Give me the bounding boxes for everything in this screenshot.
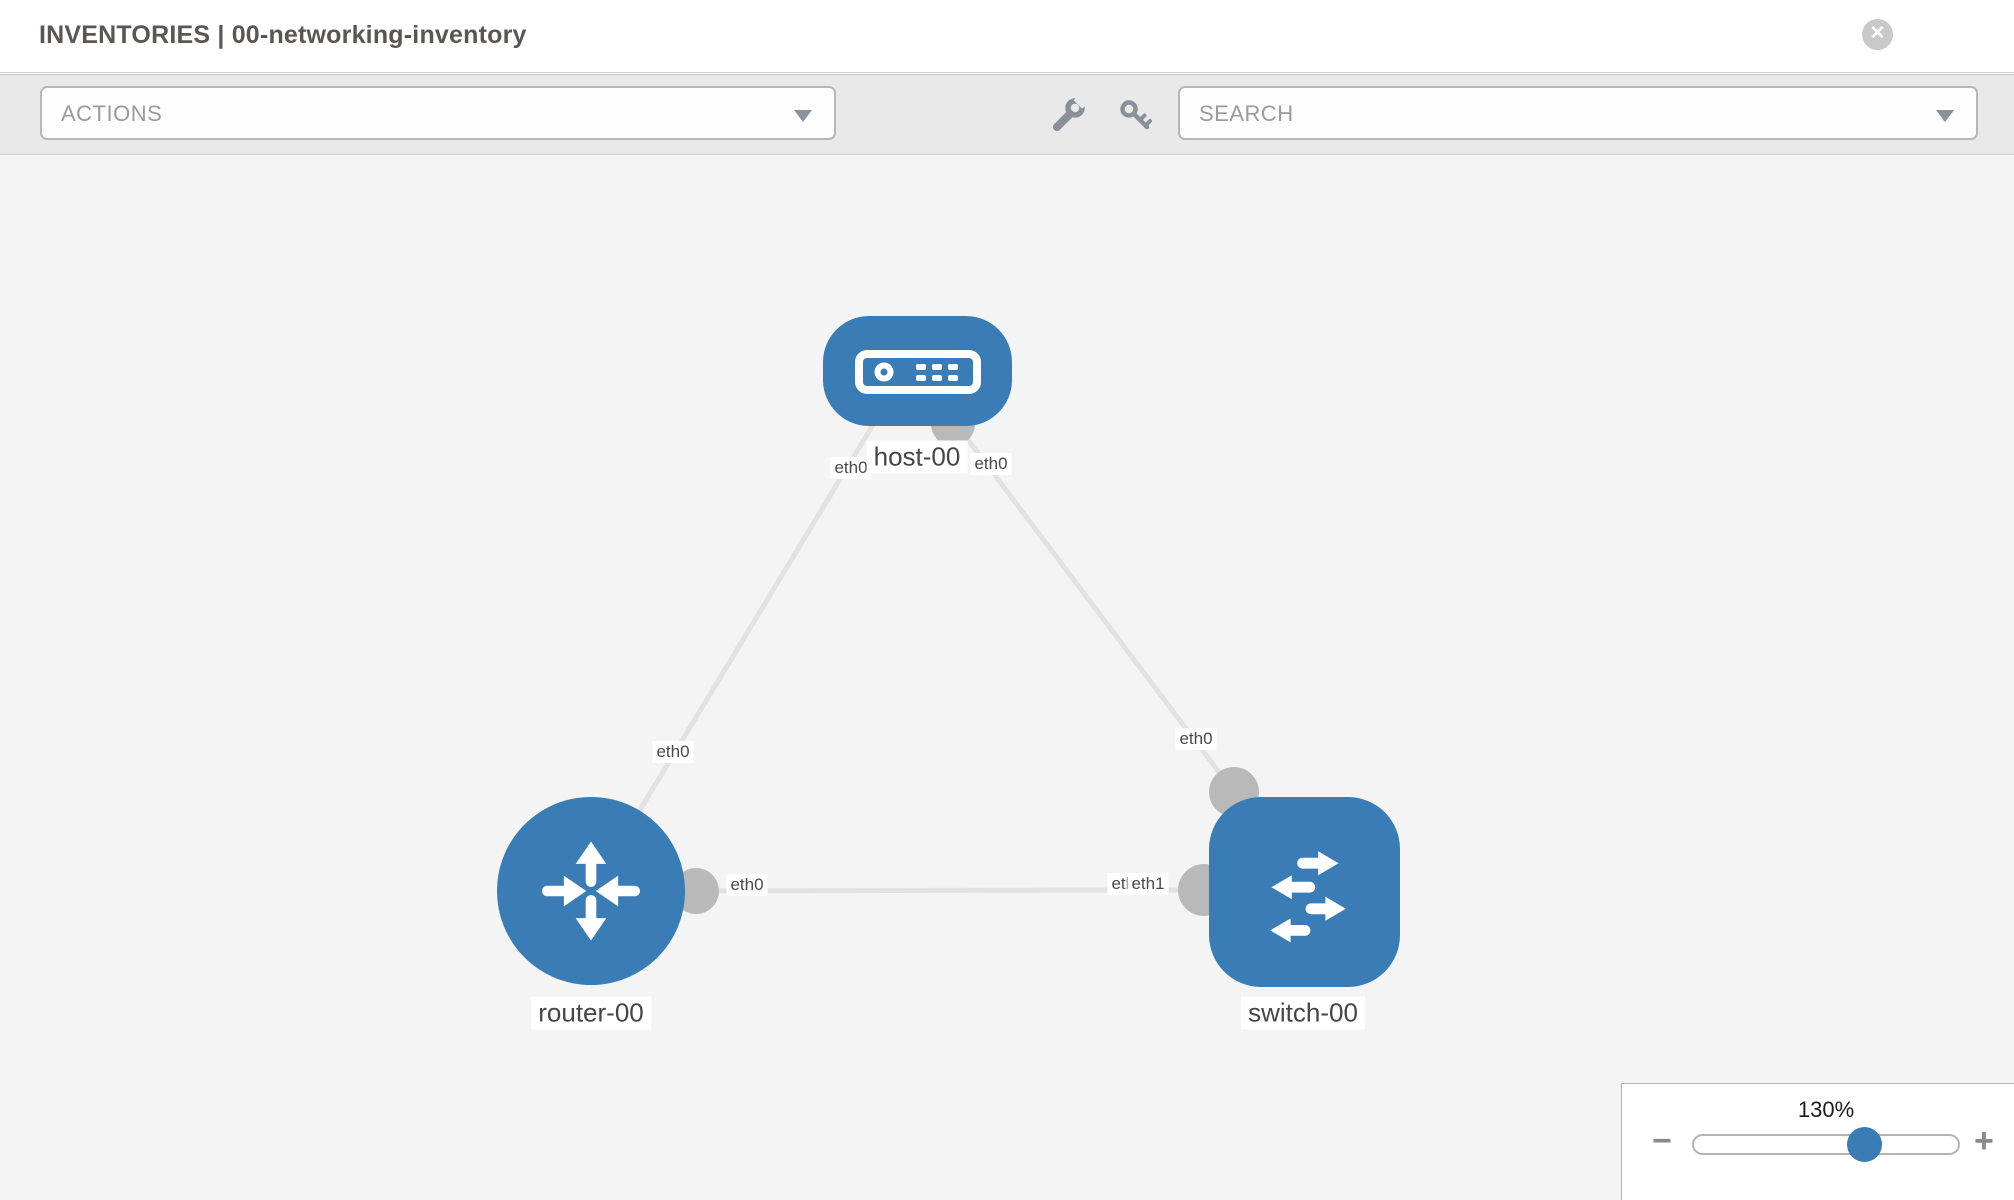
actions-dropdown[interactable]: ACTIONS xyxy=(40,86,836,140)
switch-icon xyxy=(1269,851,1346,943)
zoom-panel: 130% − + xyxy=(1621,1083,2014,1200)
key-icon xyxy=(1120,100,1152,130)
zoom-in-button[interactable]: + xyxy=(1974,1124,1994,1158)
interface-dot-router-right xyxy=(673,868,719,914)
minus-icon: − xyxy=(1652,1122,1672,1160)
node-label-switch: switch-00 xyxy=(1241,996,1365,1030)
node-router-00[interactable] xyxy=(497,797,685,985)
host-icon xyxy=(854,349,981,394)
search-dropdown-label: SEARCH xyxy=(1199,101,1294,126)
interface-label: eth0 xyxy=(830,457,872,479)
key-button[interactable] xyxy=(1116,96,1154,134)
node-host-00[interactable] xyxy=(823,316,1012,426)
topology-links-layer xyxy=(588,402,1259,916)
close-icon: ✕ xyxy=(1869,23,1886,44)
zoom-slider-track[interactable] xyxy=(1692,1134,1960,1155)
page-title: INVENTORIES | 00-networking-inventory xyxy=(39,21,527,49)
plus-icon: + xyxy=(1974,1122,1994,1160)
interface-label: eth0 xyxy=(1175,728,1217,750)
search-dropdown[interactable]: SEARCH xyxy=(1178,86,1978,140)
router-icon xyxy=(542,841,640,941)
zoom-slider-handle[interactable] xyxy=(1847,1127,1882,1162)
wrench-icon xyxy=(1053,94,1088,131)
interface-label: eth0 xyxy=(970,453,1012,475)
topology-canvas[interactable]: eth0 eth0 eth0 eth0 eth0 eth0 eth1 xyxy=(0,156,2014,1200)
actions-dropdown-label: ACTIONS xyxy=(61,101,163,126)
interface-label: eth0 xyxy=(726,874,768,896)
node-label-host: host-00 xyxy=(866,440,968,474)
chevron-down-icon xyxy=(1936,110,1954,122)
interface-label: eth0 xyxy=(652,741,694,763)
zoom-out-button[interactable]: − xyxy=(1652,1124,1672,1158)
close-button[interactable]: ✕ xyxy=(1862,19,1893,50)
interface-label: eth1 xyxy=(1127,873,1169,895)
node-label-router: router-00 xyxy=(531,996,651,1030)
chevron-down-icon xyxy=(794,110,812,122)
node-switch-00[interactable] xyxy=(1209,797,1400,987)
zoom-level-readout: 130% xyxy=(1797,1097,1855,1122)
header-bar: INVENTORIES | 00-networking-inventory ✕ xyxy=(0,0,2014,73)
wrench-button[interactable] xyxy=(1047,94,1088,134)
